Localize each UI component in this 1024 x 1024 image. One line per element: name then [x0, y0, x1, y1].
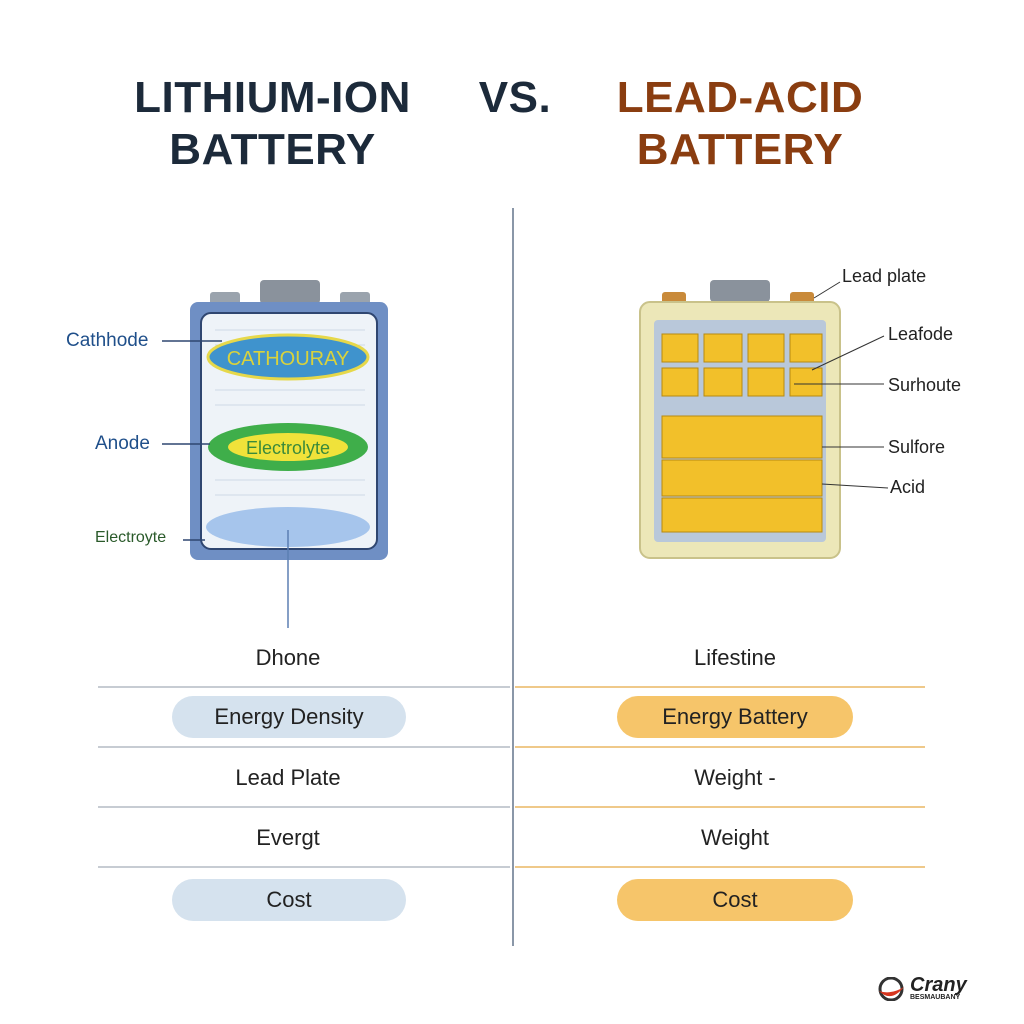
- logo-swoosh-icon: [878, 976, 904, 1001]
- right-title-line1: LEAD-ACID: [616, 73, 864, 122]
- row-divider: [515, 686, 925, 688]
- label-leafode: Leafode: [888, 324, 954, 344]
- vs-label: VS.: [478, 73, 552, 122]
- electrolyte-cell-text: Electrolyte: [246, 438, 330, 458]
- left-pill-energy-density: Energy Density: [172, 696, 406, 738]
- row-divider: [515, 806, 925, 808]
- label-surhoute: Surhoute: [888, 375, 962, 395]
- cathode-cell-text: CATHOURAY: [227, 348, 350, 370]
- right-pill-cost: Cost: [617, 879, 853, 921]
- row-divider: [98, 806, 510, 808]
- row-divider: [98, 746, 510, 748]
- label-sulfore: Sulfore: [888, 437, 946, 457]
- label-lead-plate: Lead plate: [842, 266, 927, 286]
- center-divider: [512, 208, 514, 946]
- right-title-line2: BATTERY: [636, 125, 844, 174]
- left-row-3: Lead Plate: [235, 765, 341, 790]
- label-anode: Anode: [95, 433, 150, 454]
- right-row-1: Lifestine: [694, 645, 776, 670]
- left-row-4: Evergt: [256, 825, 320, 850]
- lithium-ion-battery-illustration: CATHOURAY Electrolyte: [162, 280, 388, 628]
- label-electrolyte: Electroyte: [95, 529, 167, 546]
- left-row-1: Dhone: [255, 645, 321, 670]
- logo-name: Crany: [910, 974, 967, 996]
- row-divider: [515, 866, 925, 868]
- right-row-4: Weight: [700, 825, 770, 850]
- logo-tagline: BESMAUBANY: [910, 994, 961, 1001]
- left-pill-cost: Cost: [172, 879, 406, 921]
- left-title-line2: BATTERY: [169, 125, 376, 174]
- row-divider: [98, 866, 510, 868]
- left-title-line1: LITHIUM-ION: [134, 73, 411, 122]
- label-cathode: Cathhode: [66, 330, 149, 351]
- row-divider: [98, 686, 510, 688]
- lead-acid-battery-illustration: [639, 280, 889, 559]
- row-divider: [515, 746, 925, 748]
- right-row-3: Weight -: [694, 765, 776, 790]
- right-pill-energy-battery: Energy Battery: [617, 696, 853, 738]
- label-acid: Acid: [890, 477, 926, 497]
